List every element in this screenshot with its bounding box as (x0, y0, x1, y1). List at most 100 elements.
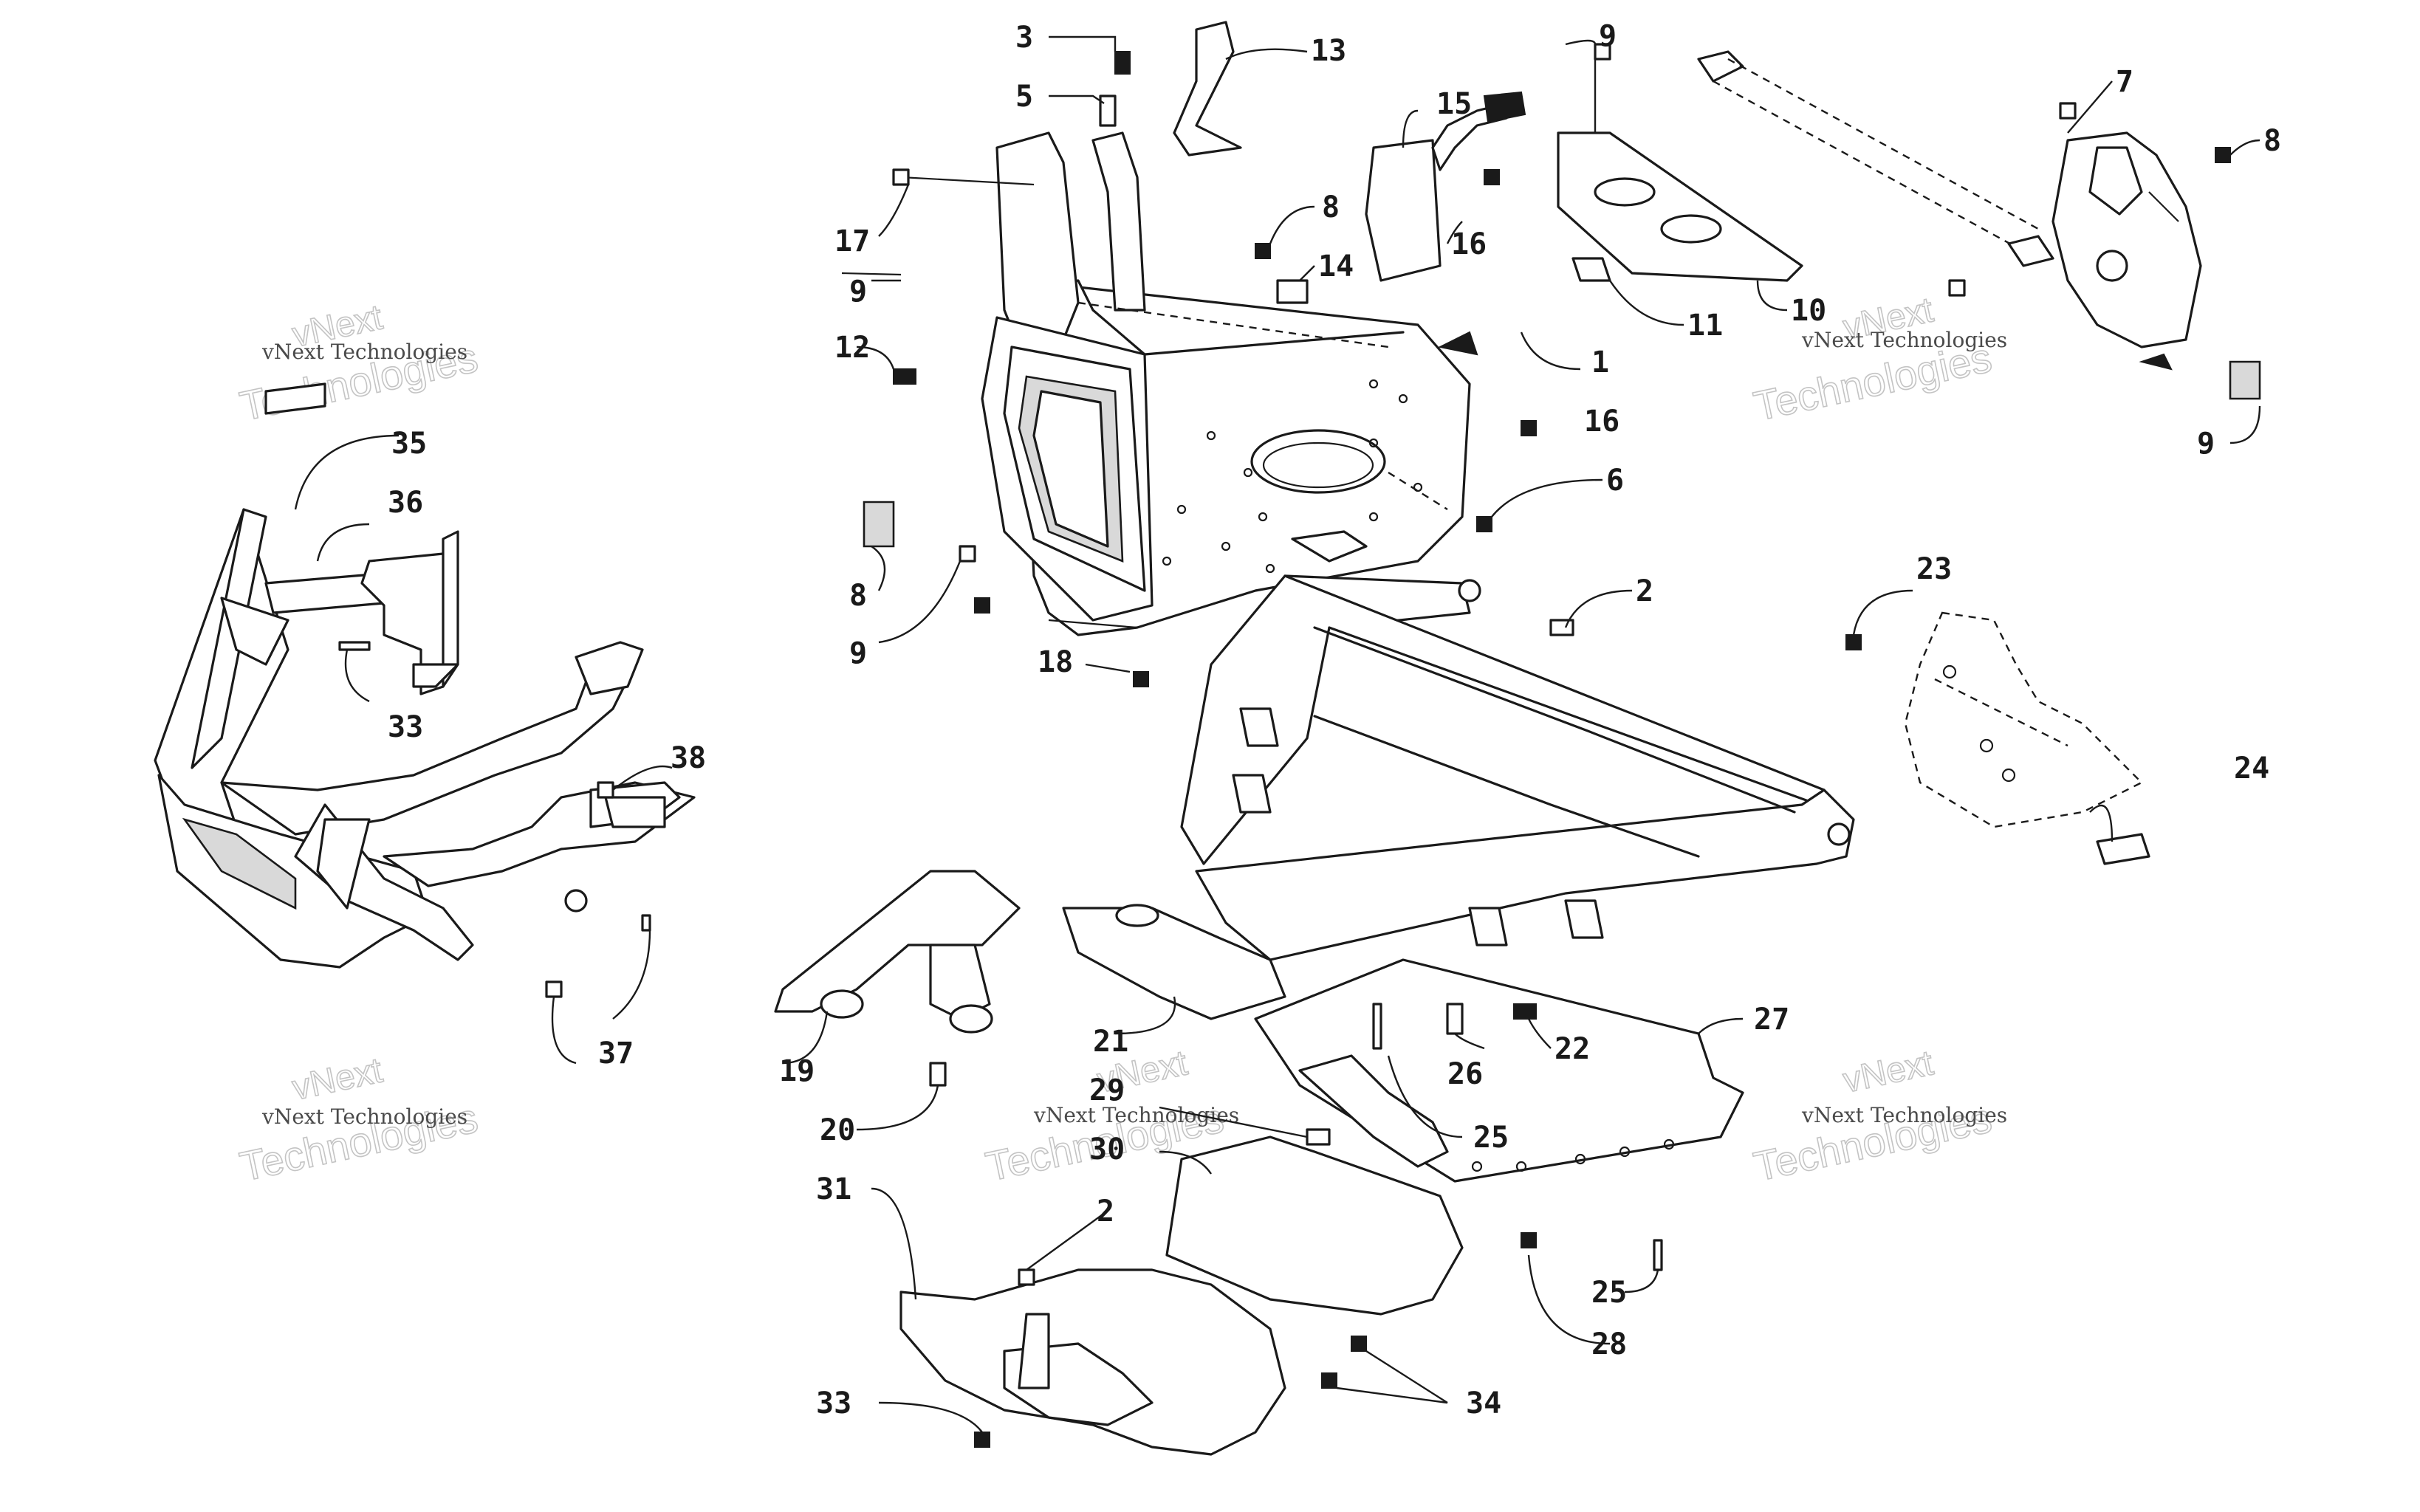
callout-9-a: 9 (849, 275, 867, 309)
callout-30: 30 (1089, 1133, 1125, 1166)
decal-35 (264, 382, 326, 415)
callout-29: 29 (1089, 1073, 1125, 1107)
callout-11: 11 (1687, 309, 1723, 343)
rivet-20 (929, 1062, 947, 1087)
watermark-word: vNext (1840, 1043, 1936, 1100)
callout-8-b: 9 (2197, 427, 2215, 461)
nut-6 (2059, 102, 2077, 120)
callout-10: 10 (1791, 294, 1826, 328)
bolt-24 (2096, 833, 2150, 865)
spindle-bracket-19 (774, 870, 1021, 1034)
callout-16-b: 16 (1584, 405, 1619, 439)
leader-lines (294, 35, 2261, 1433)
screw-7-a (1255, 243, 1271, 259)
callouts: 3 5 13 15 17 9 8 14 12 16 9 10 11 1 16 6… (388, 19, 2281, 1420)
callout-33-b: 34 (1466, 1386, 1501, 1420)
callout-36: 37 (598, 1037, 634, 1071)
callout-31: 31 (816, 1172, 851, 1206)
callout-13: 14 (1318, 250, 1354, 284)
cross-member-dashed (1697, 50, 2054, 267)
callout-12: 13 (1311, 34, 1346, 68)
clip-2-b (1018, 1268, 1035, 1286)
callout-4: 5 (1015, 80, 1033, 114)
console-plate-10 (1557, 131, 1803, 282)
callout-2-b: 2 (1097, 1195, 1114, 1228)
callout-25-b: 25 (1591, 1276, 1627, 1310)
main-frame-21 (1062, 574, 1855, 1020)
callout-32: 33 (388, 710, 423, 744)
screw-7-b (2215, 147, 2231, 163)
callout-24: 24 (2234, 752, 2269, 786)
clip-29 (1306, 1128, 1331, 1146)
watermark-right-top: vNext Technologies vNext Technologies (1749, 290, 2008, 430)
callout-17: 17 (834, 224, 870, 258)
rivet-25-b (1653, 1239, 1663, 1271)
watermark-text: vNext Technologies (261, 340, 467, 364)
screw-26 (1446, 1003, 1464, 1035)
rivet-33-b (1321, 1372, 1337, 1389)
bolt-18-b (1133, 671, 1149, 687)
callout-5: 6 (1606, 464, 1624, 498)
callout-22: 22 (1555, 1032, 1590, 1066)
watermark-text: vNext Technologies (261, 1104, 467, 1129)
bumper-8-b (2229, 360, 2261, 400)
callout-21: 21 (1093, 1025, 1128, 1059)
screw-38 (641, 914, 651, 932)
plate-30 (1165, 1135, 1464, 1316)
watermark-text: vNext Technologies (1033, 1103, 1239, 1127)
callout-2-a: 2 (1636, 574, 1653, 608)
rivet-9-b (959, 545, 976, 563)
callout-16-a: 16 (1451, 227, 1487, 261)
hardware (338, 43, 2261, 1448)
bolt-18-a (974, 597, 990, 614)
clip-2-a (1549, 619, 1574, 636)
bolt-17 (900, 176, 1035, 186)
front-bumper-assembly (154, 382, 696, 969)
callout-18: 18 (1038, 645, 1073, 679)
rivet-25-a (1372, 1003, 1382, 1050)
screw-3 (1114, 51, 1131, 75)
bolt-32 (338, 641, 371, 651)
front-arrow-icon (2139, 353, 2173, 371)
lower-skid-31 (899, 1268, 1286, 1456)
rivet-9-a (841, 272, 902, 276)
callout-23: 23 (1916, 552, 1952, 586)
nut-4 (1099, 94, 1117, 127)
callout-7-b: 8 (2263, 124, 2281, 158)
callout-33-a: 33 (816, 1386, 851, 1420)
screw-5 (1476, 516, 1492, 532)
callout-14: 12 (834, 331, 870, 365)
callout-3: 3 (1015, 21, 1033, 55)
nut-37 (597, 781, 614, 799)
watermark-word: vNext (289, 1051, 385, 1107)
watermark-text: vNext Technologies (1801, 1103, 2007, 1127)
screw-28 (1521, 1232, 1537, 1248)
nose-pan-assembly (981, 131, 1478, 636)
air-box-15 (1365, 91, 1526, 282)
screw-36 (545, 980, 563, 998)
callout-26: 26 (1447, 1057, 1483, 1091)
callout-9-b: 9 (849, 636, 867, 670)
side-plate-dashed (1904, 611, 2144, 828)
callout-25-a: 25 (1473, 1121, 1509, 1155)
callout-6: 7 (2116, 65, 2133, 99)
callout-7-a: 8 (1322, 190, 1340, 224)
callout-19: 19 (779, 1054, 815, 1088)
callout-8-a: 8 (849, 579, 867, 613)
callout-1: 1 (1591, 346, 1609, 379)
callout-28: 28 (1591, 1327, 1627, 1361)
bumper-8-a (863, 501, 895, 548)
bolt-6 (1948, 279, 1966, 297)
callout-35: 36 (388, 486, 423, 520)
watermark-text: vNext Technologies (1801, 328, 2007, 352)
screw-22 (1513, 1003, 1537, 1020)
rivet-33-a (974, 1432, 990, 1448)
watermark-left-bottom: vNext Technologies vNext Technologies (236, 1051, 482, 1191)
clip-13 (1276, 279, 1309, 304)
windshield-bracket-12 (1173, 21, 1242, 157)
callout-27: 27 (1754, 1003, 1789, 1037)
callout-34: 35 (391, 427, 427, 461)
callout-37: 38 (671, 741, 706, 775)
nut-16-a (1484, 169, 1500, 185)
